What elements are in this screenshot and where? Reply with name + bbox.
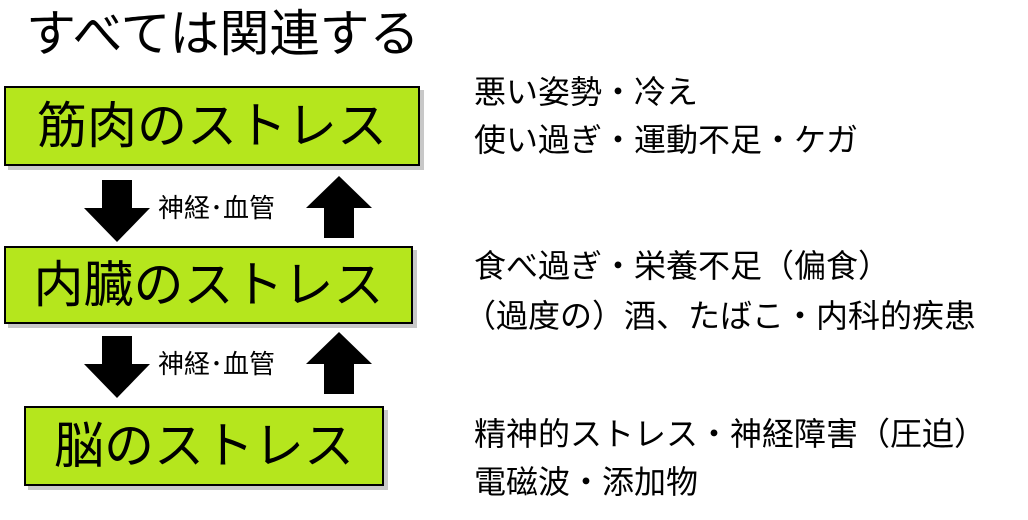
cause-text: 精神的ストレス・神経障害（圧迫） (474, 415, 987, 453)
box-muscle-stress-label: 筋肉のストレス (37, 97, 387, 155)
box-brain-stress-label: 脳のストレス (54, 417, 354, 475)
box-brain-stress: 脳のストレス (24, 406, 384, 486)
arrow-down-icon (82, 336, 152, 398)
box-organ-stress: 内臓のストレス (4, 246, 413, 324)
cause-text: 悪い姿勢・冷え (474, 73, 699, 111)
cause-text: 食べ過ぎ・栄養不足（偏食） (474, 247, 891, 285)
diagram-title: すべては関連する (26, 5, 420, 63)
connector-label: 神経･血管 (158, 350, 276, 380)
box-muscle-stress: 筋肉のストレス (4, 86, 420, 166)
cause-text: 電磁波・添加物 (474, 463, 699, 501)
arrow-up-icon (304, 332, 374, 394)
arrow-down-icon (82, 180, 152, 242)
connector-label: 神経･血管 (158, 194, 276, 224)
cause-text: 使い過ぎ・運動不足・ケガ (474, 121, 859, 159)
arrow-up-icon (304, 176, 374, 238)
cause-text: （過度の）酒、たばこ・内科的疾患 (464, 297, 977, 335)
box-organ-stress-label: 内臓のストレス (33, 256, 384, 314)
